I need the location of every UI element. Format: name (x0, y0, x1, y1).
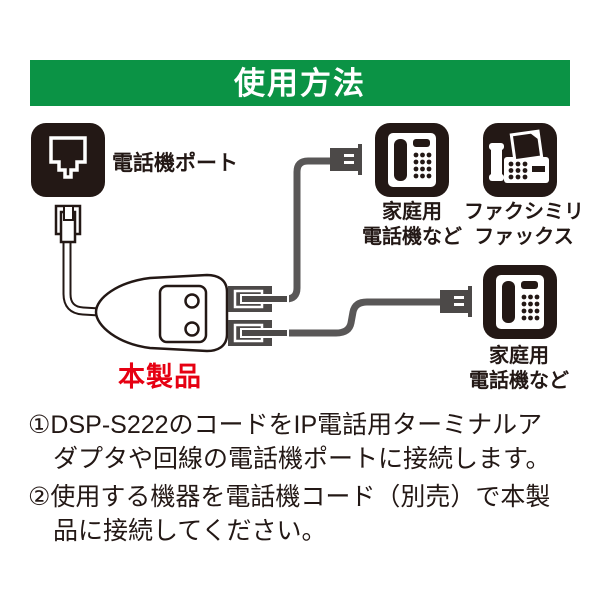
product-jack-hole-bottom (184, 321, 200, 337)
device-label-line2: ファックス (474, 226, 574, 248)
telephone-icon (483, 265, 557, 339)
device-plug-bottom (440, 286, 472, 317)
rj11-jack-icon (31, 123, 105, 197)
device-label-phone-top: 家庭用 電話機など (342, 200, 482, 250)
cord-port-to-product (62, 238, 101, 317)
device-label-fax: ファクシミリ ファックス (452, 200, 596, 250)
phone-port-label: 電話機ポート (112, 152, 238, 175)
device-label-phone-bottom: 家庭用 電話機など (447, 344, 591, 394)
product-label: 本製品 (118, 362, 202, 392)
device-label-line1: 家庭用 (489, 345, 549, 367)
instruction-line: ②使用する機器を電話機コード（別売）で本製 (28, 483, 551, 511)
instruction-line: ①DSP-S222のコードをIP電話用ターミナルア (28, 411, 543, 439)
instruction-line: 品に接続してください。 (53, 517, 327, 545)
rj11-plug-outline-icon (54, 204, 82, 244)
fax-icon (482, 122, 558, 198)
phone-port-icon (30, 122, 106, 198)
splitter-plug-bottom (228, 320, 289, 346)
device-label-line2: 電話機など (469, 370, 569, 392)
instruction-item-1: ①DSP-S222のコードをIP電話用ターミナルア ダプタや回線の電話機ポートに… (28, 408, 584, 476)
device-label-line1: ファクシミリ (464, 201, 584, 223)
product-jack-hole-top (184, 293, 200, 309)
instruction-item-2: ②使用する機器を電話機コード（別売）で本製 品に接続してください。 (28, 480, 584, 548)
header-bar: 使用方法 (30, 60, 570, 106)
home-phone-icon-top (374, 122, 450, 198)
device-label-line1: 家庭用 (382, 201, 442, 223)
facsimile-icon (483, 123, 557, 197)
page-title: 使用方法 (234, 65, 366, 101)
device-plug-top (330, 144, 362, 175)
paper-sheet (509, 129, 544, 163)
product-device (94, 273, 229, 353)
instruction-line: ダプタや回線の電話機ポートに接続します。 (53, 445, 551, 473)
home-phone-icon-bottom (482, 264, 558, 340)
product-jack-plate (158, 284, 208, 344)
device-label-line2: 電話機など (362, 226, 462, 248)
instructions: ①DSP-S222のコードをIP電話用ターミナルア ダプタや回線の電話機ポートに… (28, 408, 584, 552)
phone-cord-top (276, 157, 338, 303)
telephone-icon (375, 123, 449, 197)
splitter-plug-top (228, 286, 289, 312)
phone-cord-bottom (276, 298, 448, 337)
